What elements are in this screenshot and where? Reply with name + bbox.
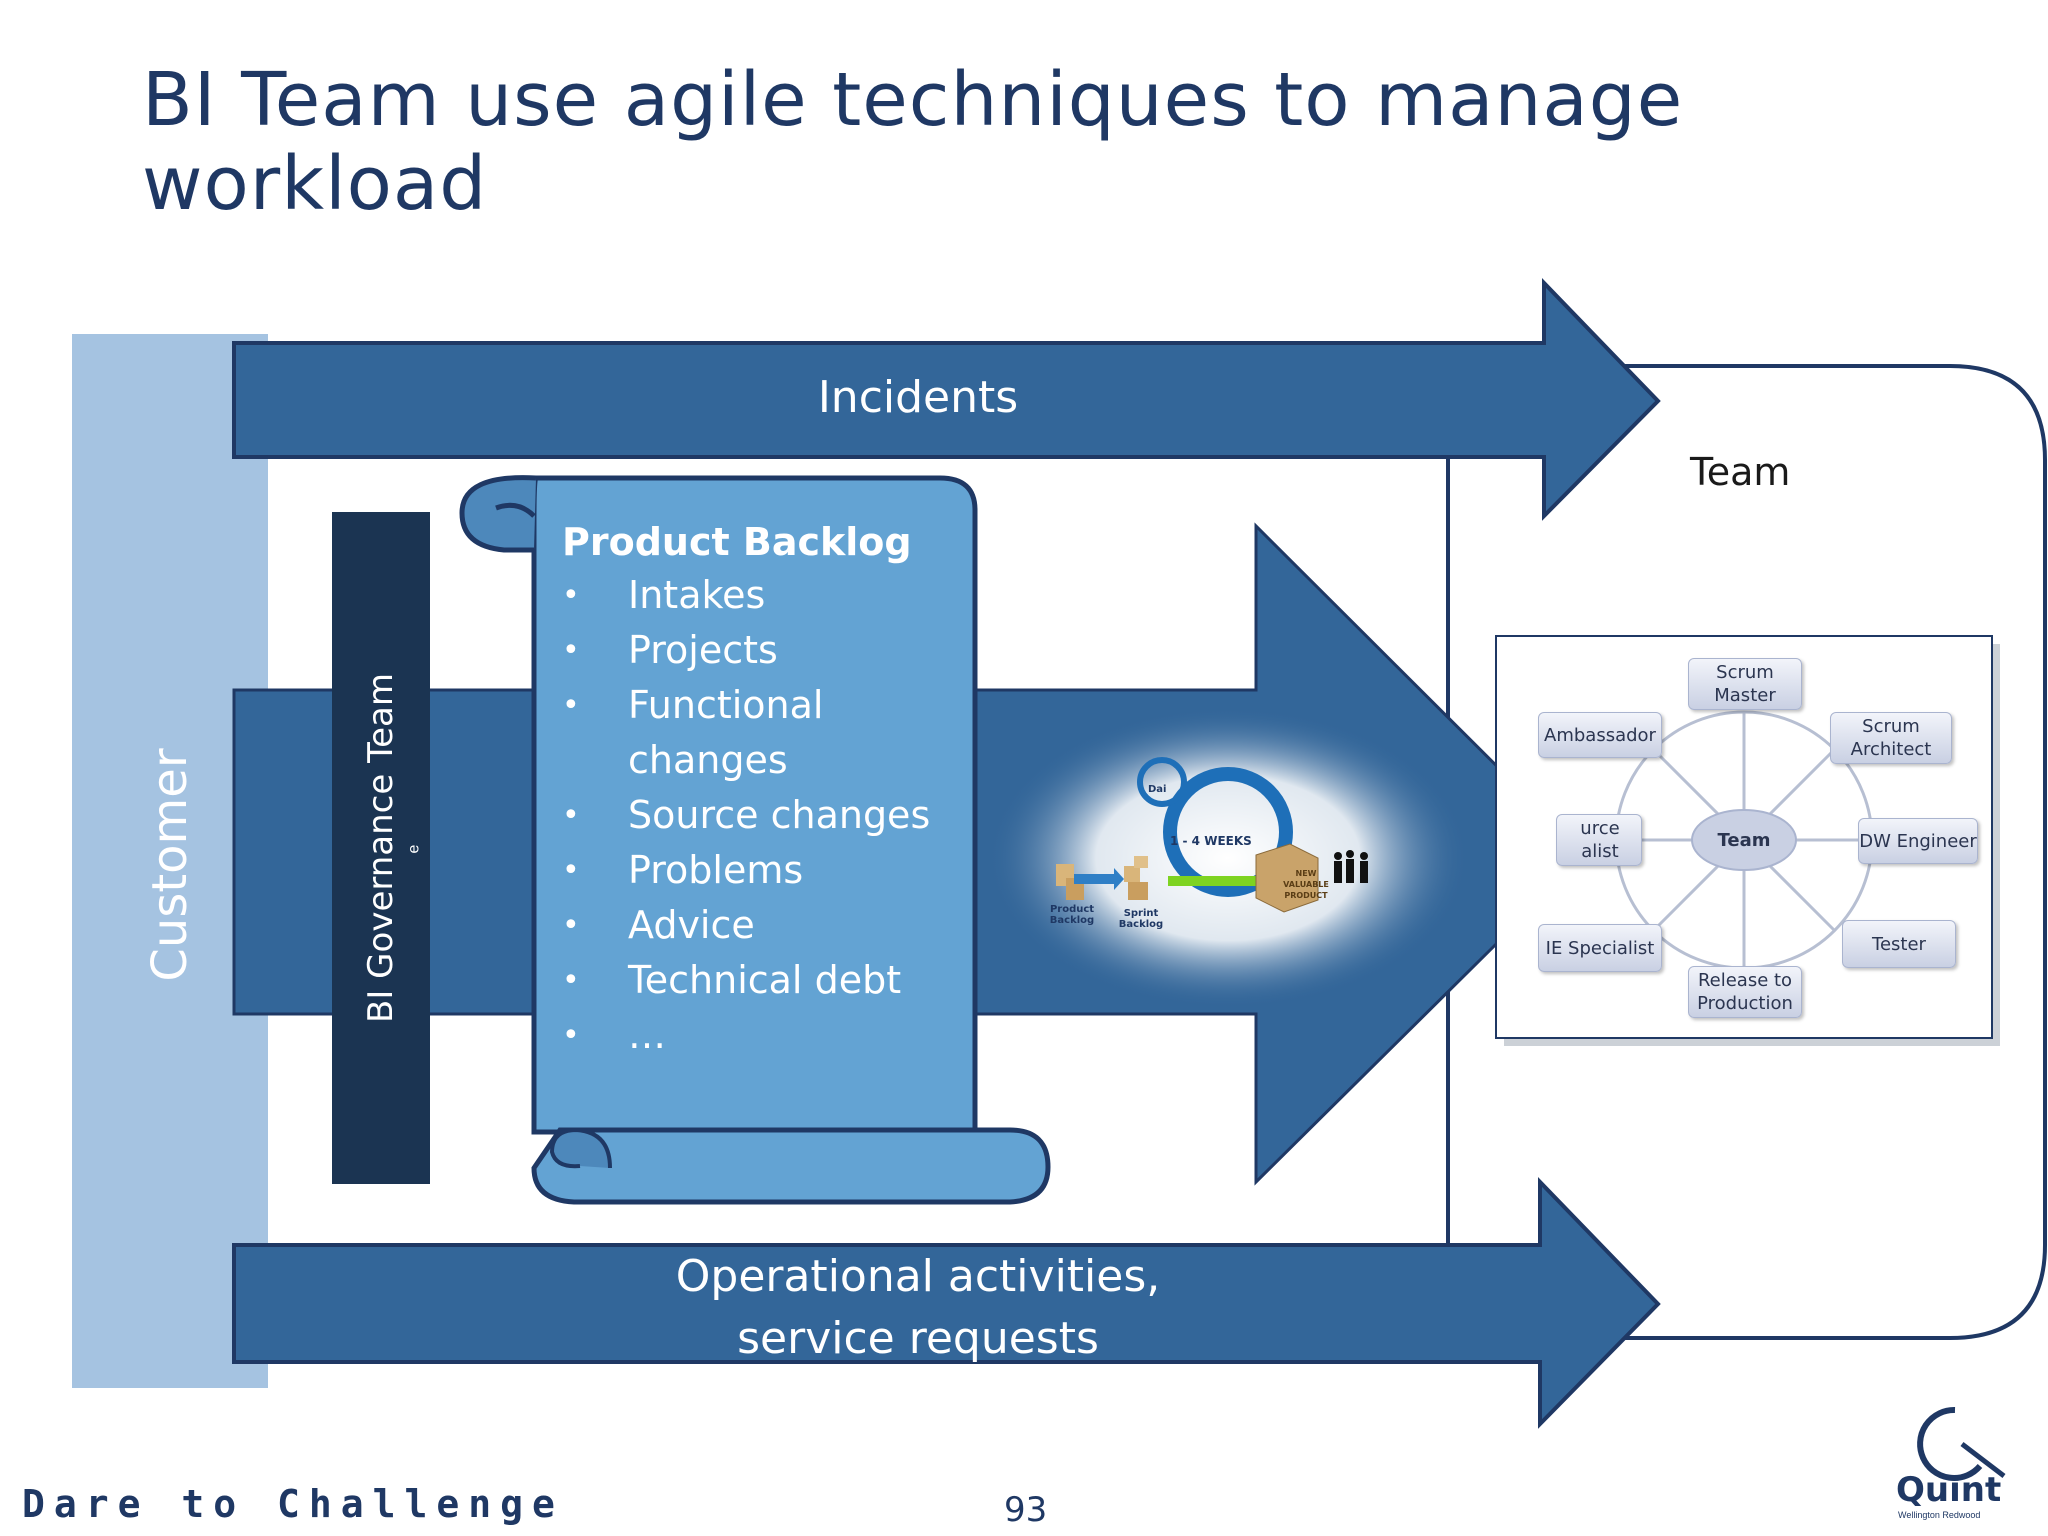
logo-subtitle: Wellington Redwood [1898, 1510, 1981, 1520]
customer-label: Customer [142, 748, 198, 982]
incidents-arrow [232, 278, 1661, 521]
customer-label-box: Customer [72, 340, 268, 1390]
product-backlog: Product Backlog Intakes Projects Functio… [562, 520, 982, 1063]
governance-bar [332, 512, 430, 1184]
backlog-list: Intakes Projects Functional changes Sour… [562, 568, 982, 1063]
role-tester: Tester [1842, 920, 1956, 968]
role-ambassador: Ambassador [1538, 712, 1662, 758]
team-center-label: Team [1717, 829, 1771, 851]
backlog-item: … [562, 1008, 982, 1063]
team-title: Team [1690, 450, 1791, 494]
operational-label: Operational activities, service requests [232, 1246, 1604, 1370]
quint-logo-icon [1917, 1406, 2006, 1481]
backlog-item: Intakes [562, 568, 982, 623]
backlog-item: Advice [562, 898, 982, 953]
sprint-weeks-label: 1 - 4 WEEKS [1170, 834, 1252, 848]
role-scrum-master: Scrum Master [1688, 658, 1802, 710]
backlog-item: Problems [562, 843, 982, 898]
backlog-item: Projects [562, 623, 982, 678]
page-number: 93 [1004, 1490, 1048, 1530]
role-ie-specialist: IE Specialist [1538, 924, 1662, 972]
operational-arrow [232, 1177, 1661, 1429]
role-source-specialist: urce alist [1556, 814, 1642, 866]
product-backlog-small-label: Product Backlog [1049, 904, 1095, 926]
new-product-label: NEW VALUABLE PRODUCT [1283, 869, 1329, 900]
logo-name: Quint [1896, 1470, 2002, 1510]
backlog-item: Technical debt [562, 953, 982, 1008]
backlog-item: Source changes [562, 788, 982, 843]
operational-label-line1: Operational activities, [675, 1251, 1161, 1302]
backlog-item: Functional changes [562, 678, 982, 788]
sprint-daily-label: Dai [1148, 784, 1167, 795]
role-release-to-production: Release to Production [1688, 966, 1802, 1018]
role-scrum-architect: Scrum Architect [1830, 712, 1952, 764]
role-dw-engineer: DW Engineer [1858, 818, 1978, 864]
incidents-label: Incidents [817, 372, 1019, 423]
backlog-title: Product Backlog [562, 520, 912, 564]
sprint-cycle-graphic [988, 708, 1468, 1008]
footer-tagline: Dare to Challenge [22, 1482, 564, 1526]
sprint-backlog-small-label: Sprint Backlog [1118, 908, 1164, 930]
governance-stray-char: e [405, 844, 423, 854]
slide-title: BI Team use agile techniques to manage w… [142, 57, 1684, 227]
operational-label-line2: service requests [737, 1313, 1099, 1364]
governance-label: BI Governance Team [361, 673, 401, 1023]
